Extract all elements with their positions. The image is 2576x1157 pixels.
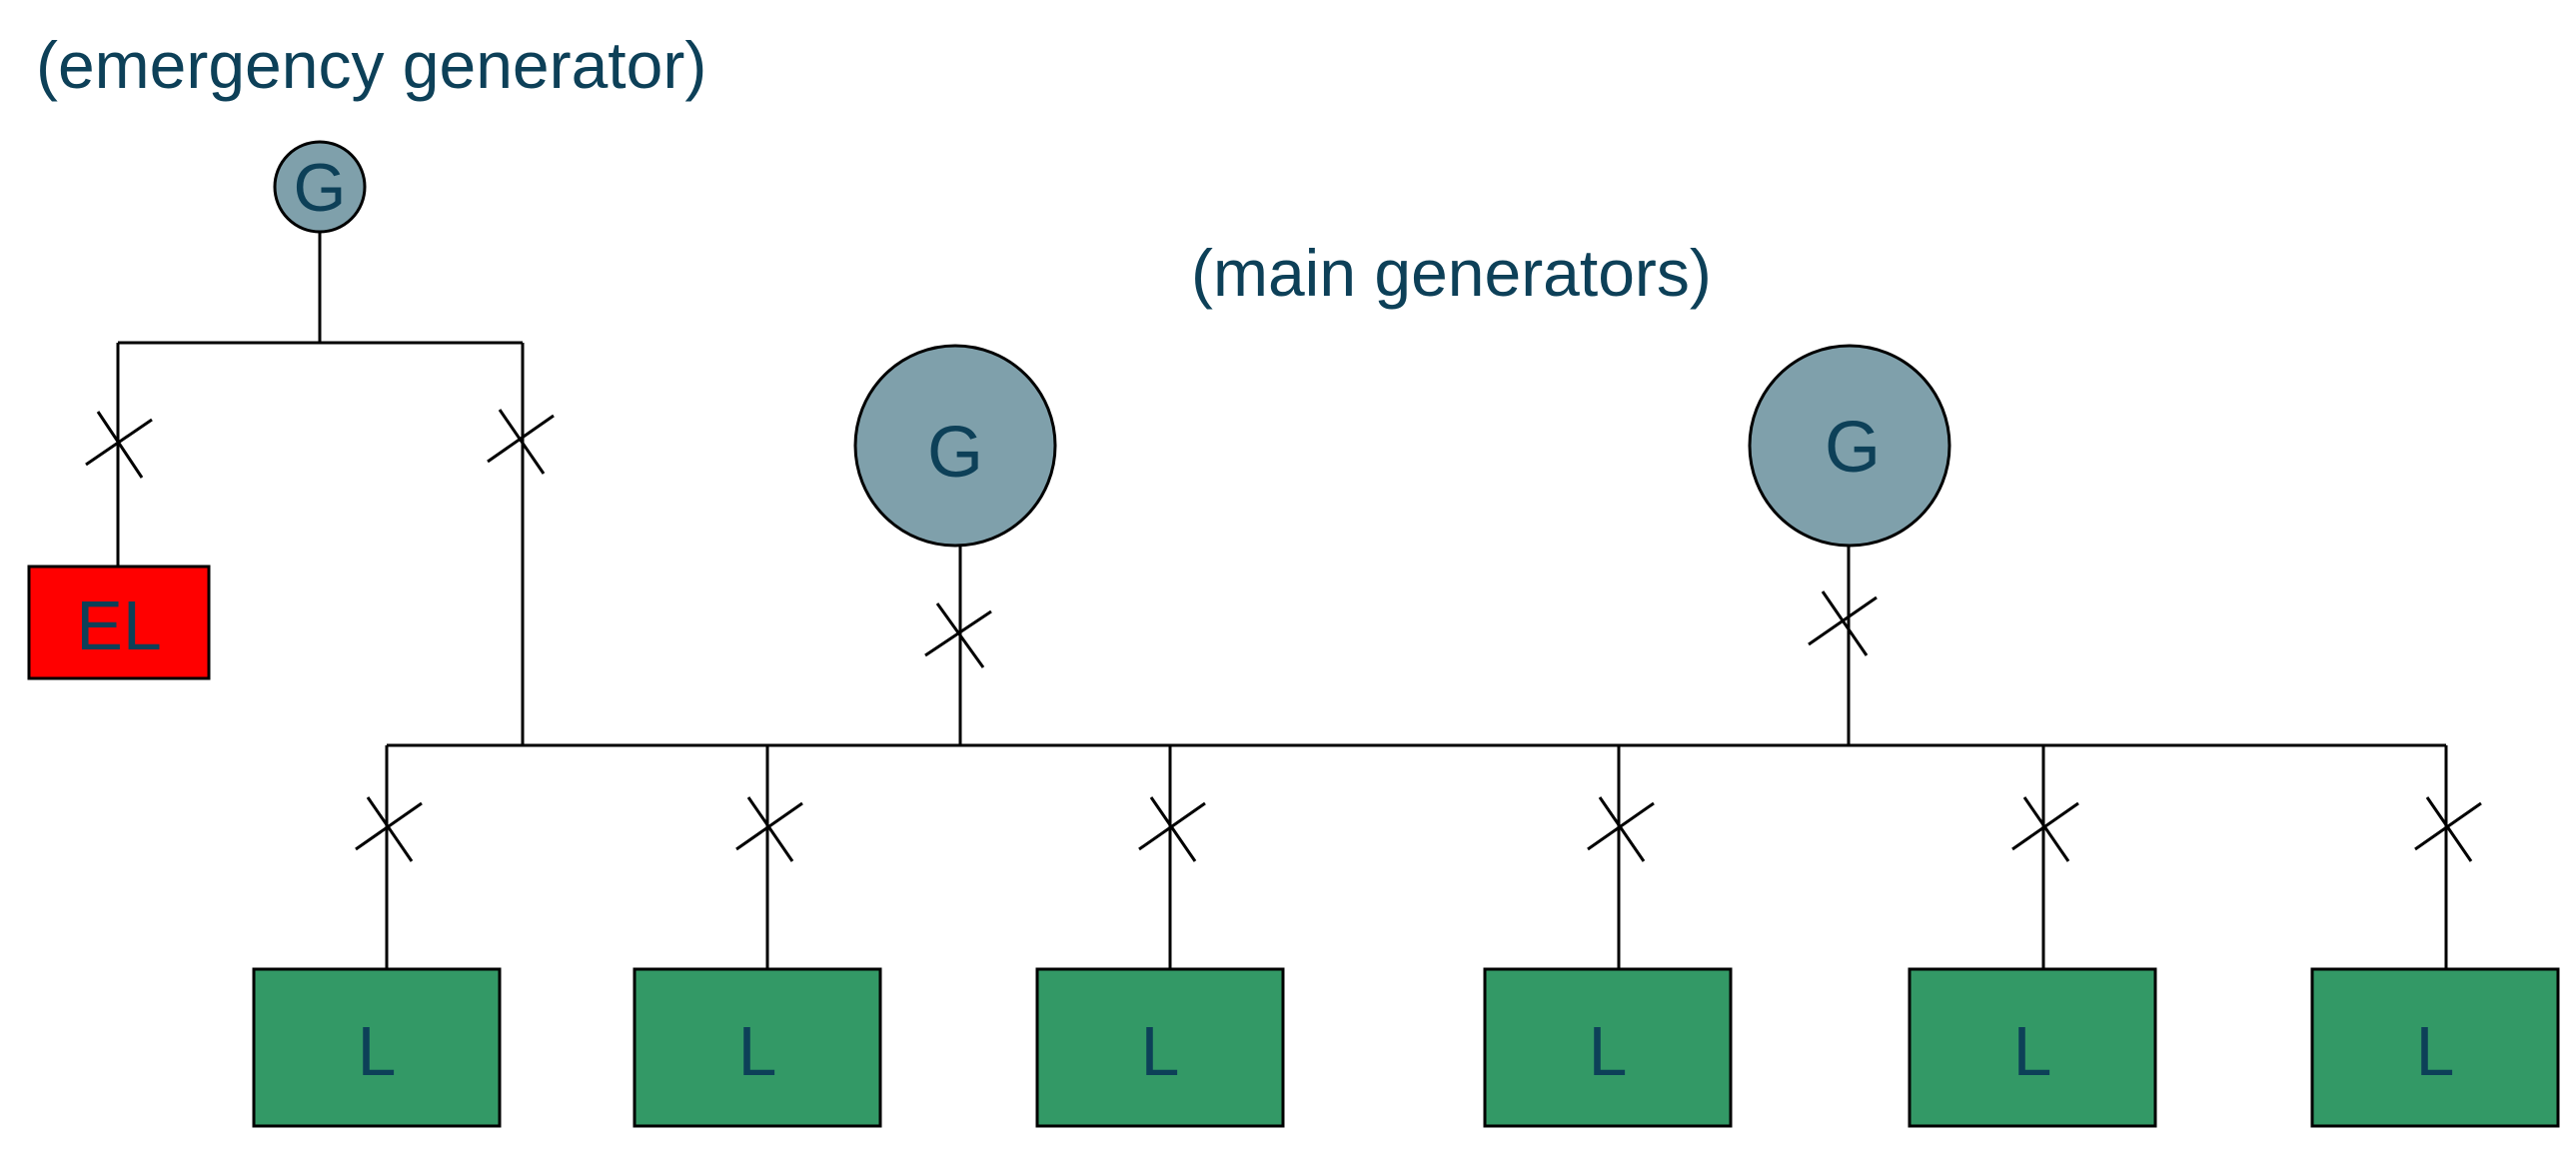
emergency-generator-circle <box>273 140 367 234</box>
load-label: L <box>2416 1012 2455 1090</box>
load-6: L <box>2310 967 2560 1128</box>
load-4: L <box>1483 967 1733 1128</box>
main-generators-title: (main generators) <box>1191 236 1712 310</box>
main-generator-symbol: G <box>1825 408 1881 488</box>
main-generator-symbol: G <box>927 413 983 493</box>
emergency-load-label: EL <box>76 586 162 664</box>
main-generator-circle <box>853 344 1057 548</box>
load-box <box>1908 967 2157 1128</box>
load-label: L <box>738 1012 777 1090</box>
load-5: L <box>1908 967 2157 1128</box>
main-generator-1: G <box>853 344 1057 548</box>
load-box <box>633 967 882 1128</box>
breaker-symbol <box>924 602 992 668</box>
breaker-symbol <box>1138 796 1206 862</box>
main-generator-2: G <box>1748 344 1951 548</box>
emergency-section <box>85 232 555 745</box>
breaker-symbol <box>1808 590 1878 656</box>
emergency-generator: G <box>273 140 367 234</box>
load-box <box>252 967 502 1128</box>
load-1: L <box>252 967 502 1128</box>
breaker-symbol <box>487 409 555 475</box>
load-2: L <box>633 967 882 1128</box>
breaker-symbol <box>735 796 803 862</box>
breaker-symbol <box>85 411 153 479</box>
load-box <box>2310 967 2560 1128</box>
breaker-symbol <box>355 796 423 862</box>
main-section-wiring <box>355 540 2482 969</box>
load-label: L <box>358 1012 397 1090</box>
emergency-load-box <box>27 565 211 680</box>
breaker-symbol <box>2011 796 2079 862</box>
emergency-load: EL <box>27 565 211 680</box>
breaker-symbol <box>2414 796 2482 862</box>
emergency-generator-symbol: G <box>294 150 347 226</box>
main-generator-circle <box>1748 344 1951 548</box>
load-label: L <box>2013 1012 2052 1090</box>
load-label: L <box>1589 1012 1628 1090</box>
load-box <box>1035 967 1285 1128</box>
load-3: L <box>1035 967 1285 1128</box>
breaker-symbol <box>1587 796 1655 862</box>
load-label: L <box>1141 1012 1180 1090</box>
load-box <box>1483 967 1733 1128</box>
emergency-generator-title: (emergency generator) <box>36 28 706 102</box>
